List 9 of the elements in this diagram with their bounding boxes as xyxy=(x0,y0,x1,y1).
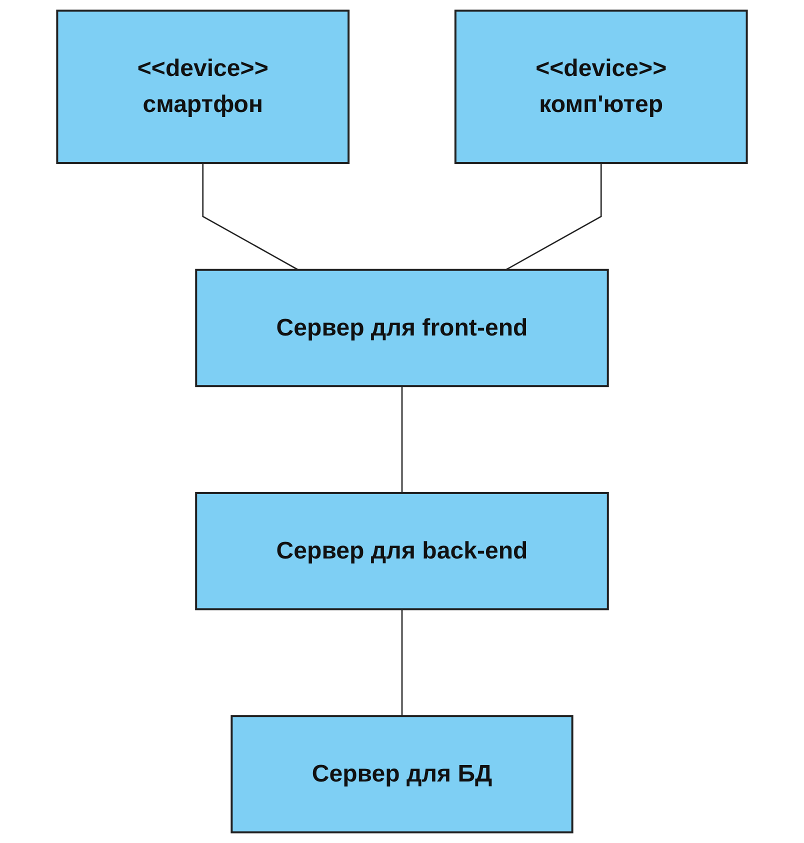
node-box: Сервер для back-end xyxy=(195,492,609,610)
connector xyxy=(401,609,403,716)
connector xyxy=(202,163,299,270)
node-box: <<device>> комп'ютер xyxy=(454,10,748,164)
node-box: Сервер для БД xyxy=(230,715,574,834)
connector xyxy=(401,386,403,493)
node-box: Сервер для front-end xyxy=(195,268,609,388)
connector xyxy=(505,163,602,270)
node-box: <<device>> смартфон xyxy=(56,10,350,164)
